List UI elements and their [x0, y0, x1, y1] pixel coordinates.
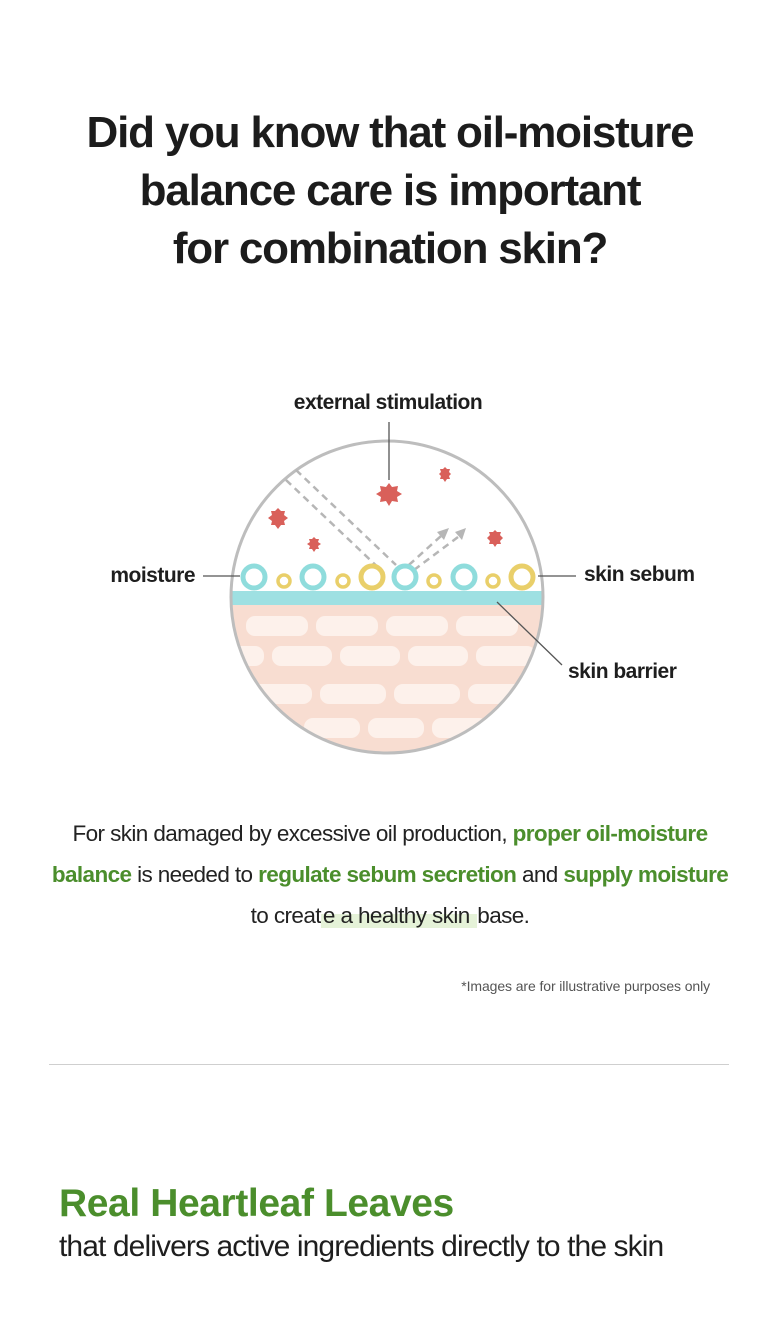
sebum-ring-icon: [276, 573, 292, 589]
skin-tissue: [231, 604, 543, 753]
headline-line-2: balance care is important: [139, 166, 642, 215]
stimulation-particles: [268, 467, 503, 552]
moisture-ring-icon: [450, 563, 478, 591]
skin-surface-particles: [240, 563, 536, 591]
sebum-ring-icon: [358, 563, 386, 591]
sebum-ring-icon: [335, 573, 351, 589]
moisture-ring-icon: [240, 563, 268, 591]
label-skin-barrier: skin barrier: [568, 660, 677, 683]
label-moisture: moisture: [110, 564, 195, 587]
label-leader-lines: [203, 422, 576, 666]
stimulation-star-icon: [376, 483, 402, 506]
sebum-ring-icon: [426, 573, 442, 589]
headline: Did you know that oil-moisture balance c…: [0, 104, 780, 278]
feature-title: Real Heartleaf Leaves: [59, 1182, 454, 1225]
headline-line-1: Did you know that oil-moisture: [86, 108, 695, 157]
deflection-arrows: [285, 469, 463, 574]
stimulation-star-icon: [268, 508, 288, 529]
diagram-circle-outline: [229, 439, 545, 755]
arrow-heads: [437, 528, 466, 540]
explanation-line-2: balance is needed to regulate sebum secr…: [51, 862, 729, 887]
headline-line-3: for combination skin?: [172, 224, 609, 273]
stimulation-star-icon: [487, 530, 503, 547]
sebum-ring-icon: [508, 563, 536, 591]
label-skin-sebum: skin sebum: [584, 563, 695, 586]
stimulation-star-icon: [307, 537, 321, 552]
moisture-ring-icon: [391, 563, 419, 591]
skin-barrier-diagram: external stimulation moisture skin sebum…: [110, 391, 695, 755]
feature-subtitle: that delivers active ingredients directl…: [59, 1230, 664, 1263]
disclaimer-note: *Images are for illustrative purposes on…: [461, 978, 710, 994]
sebum-ring-icon: [485, 573, 501, 589]
explanation-text: For skin damaged by excessive oil produc…: [0, 813, 780, 936]
highlighted-phrase: e a healthy skin: [320, 903, 478, 928]
section-divider: [49, 1064, 729, 1065]
label-external-stimulation: external stimulation: [294, 391, 482, 414]
moisture-ring-icon: [299, 563, 327, 591]
stimulation-star-icon: [439, 467, 451, 482]
explanation-line-1: For skin damaged by excessive oil produc…: [72, 821, 708, 846]
explanation-line-3: to create a healthy skin base.: [250, 903, 530, 928]
skin-barrier-band: [231, 591, 543, 605]
